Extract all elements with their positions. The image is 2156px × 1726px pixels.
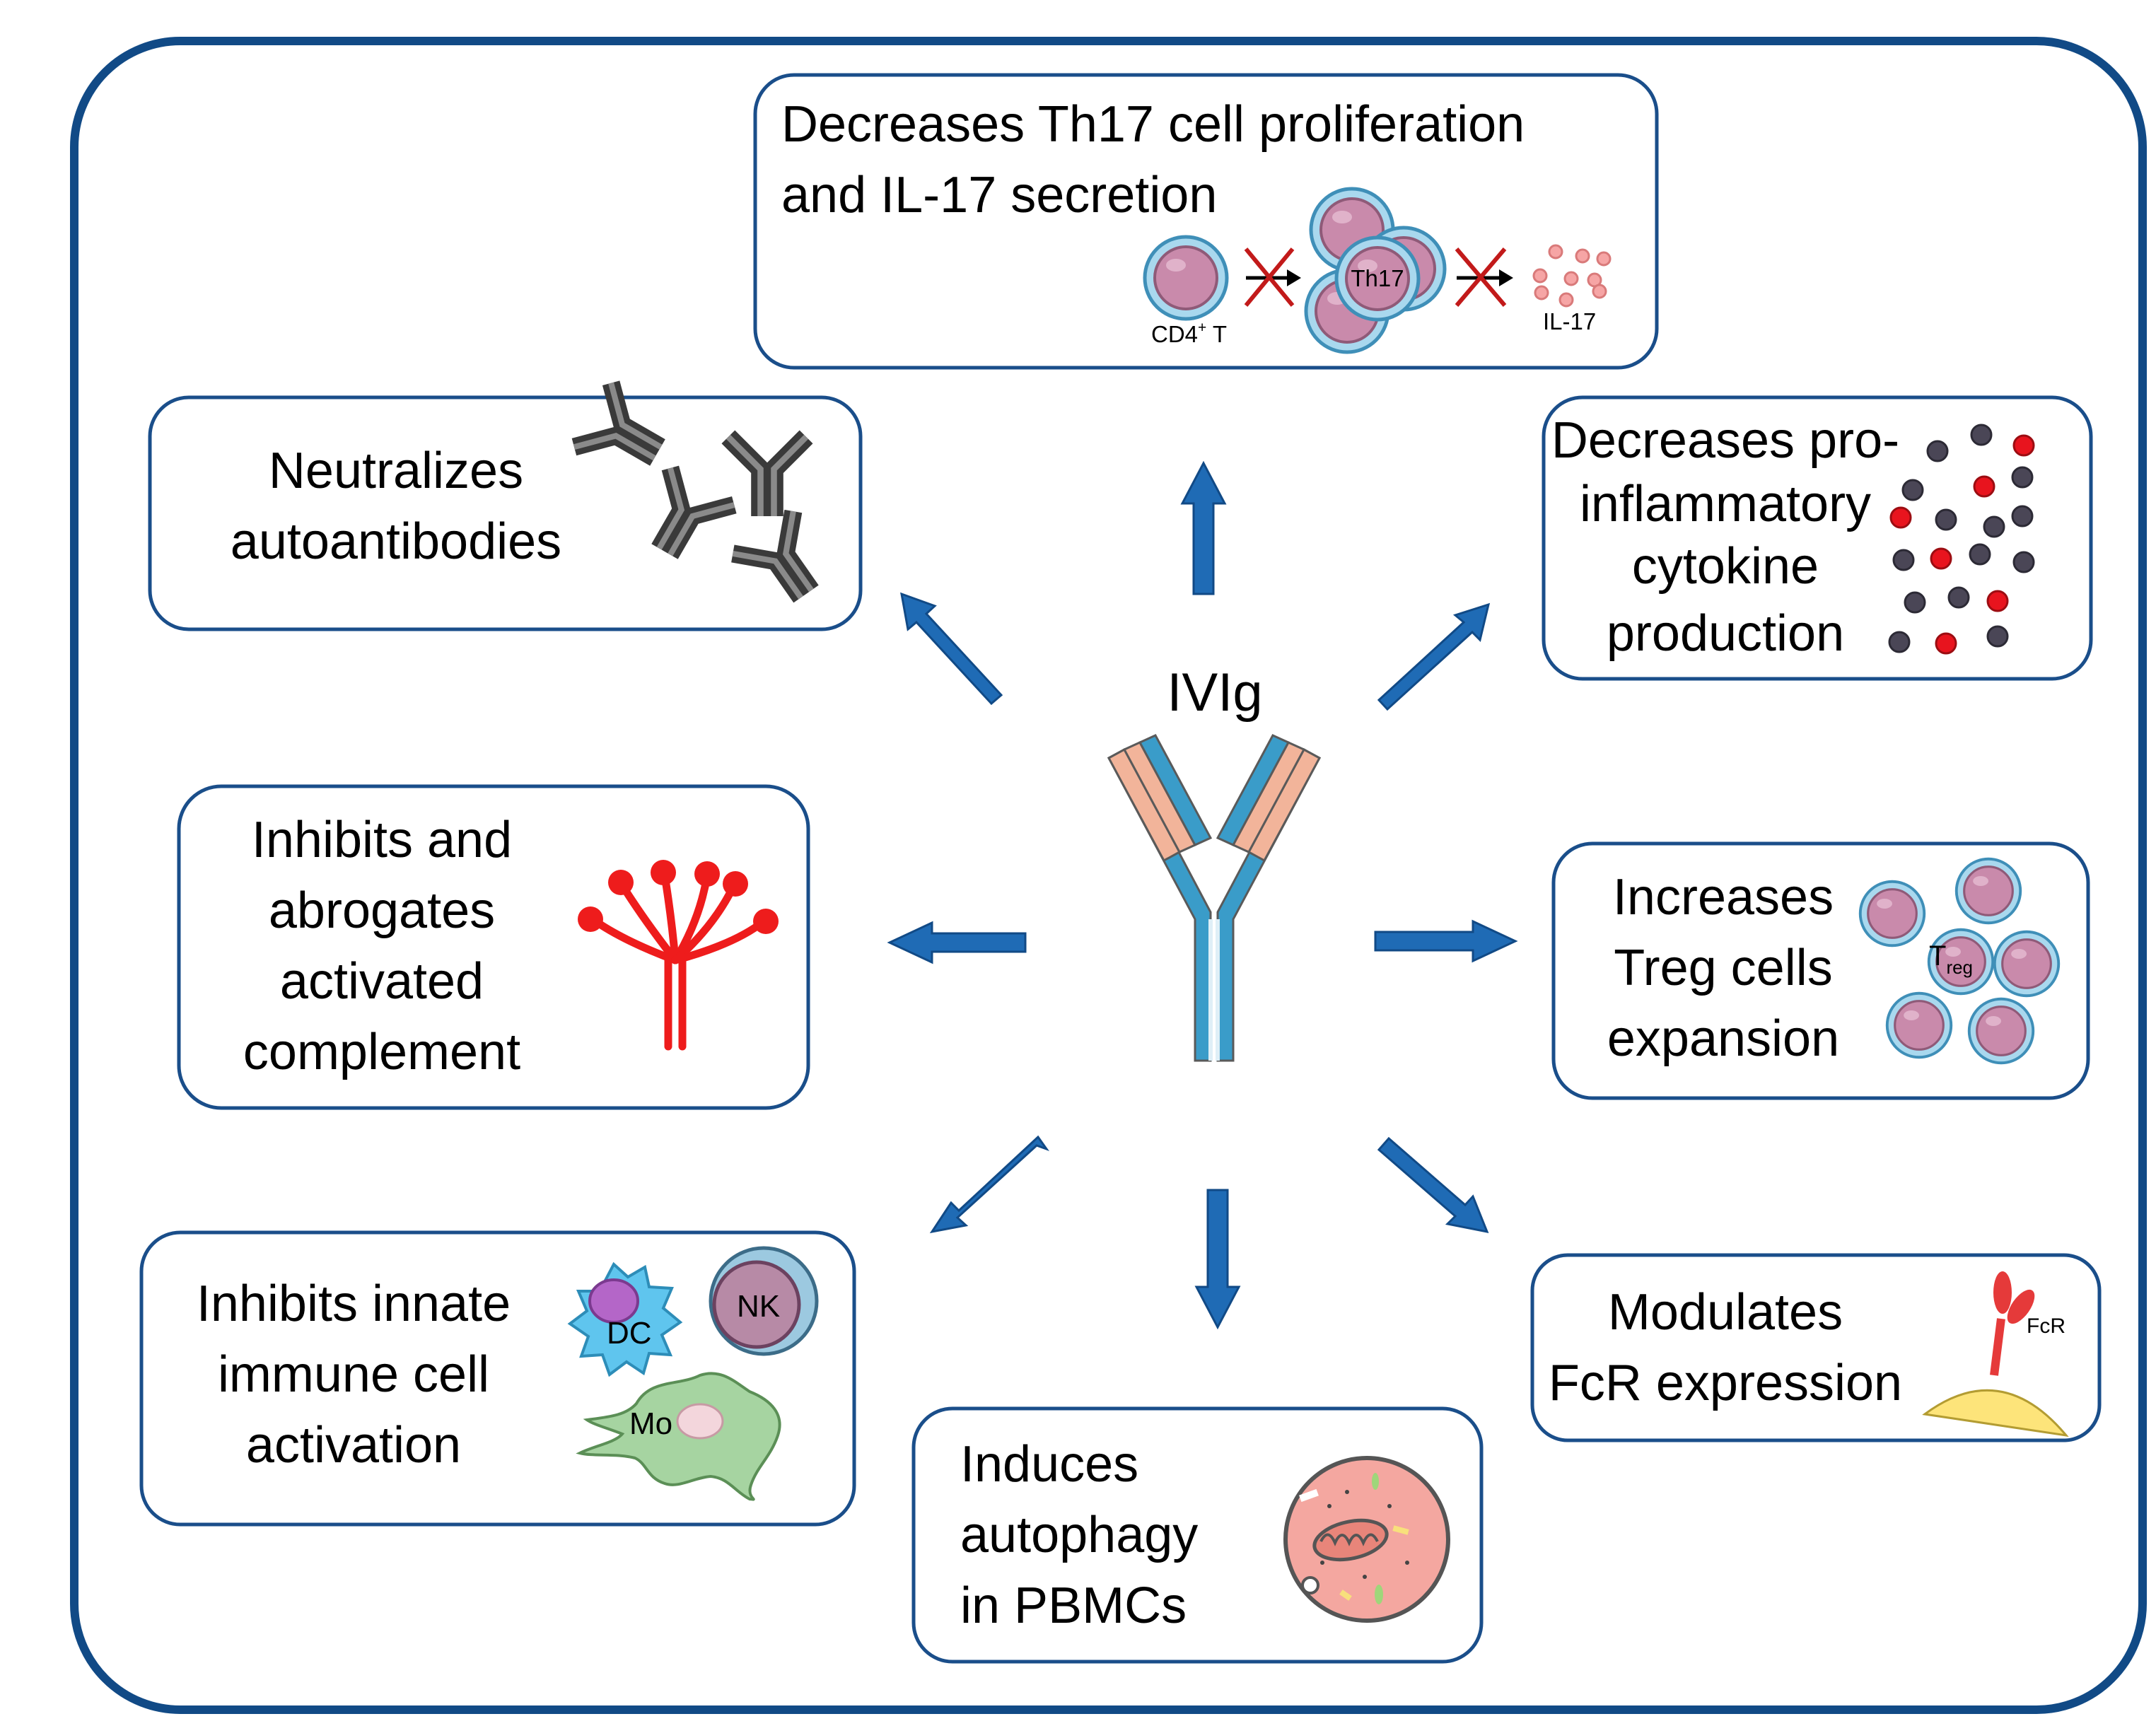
arrow-left bbox=[887, 921, 1027, 964]
treg-label: Treg bbox=[1929, 940, 1973, 978]
complement-text-line-4: complement bbox=[243, 1024, 520, 1080]
complement-text-line-2: abrogates bbox=[269, 882, 495, 939]
mo-label: Mo bbox=[629, 1406, 672, 1441]
monocyte-icon bbox=[576, 1372, 781, 1501]
fcr-label: FcR bbox=[2027, 1314, 2065, 1338]
nk-label: NK bbox=[737, 1289, 780, 1324]
th17-text-line-2: and IL-17 secretion bbox=[781, 167, 1217, 223]
box-fcr bbox=[1530, 1253, 2102, 1442]
cytokine-text-line-1: Decreases pro- bbox=[1551, 412, 1899, 469]
arrow-down-right bbox=[1377, 1136, 1489, 1234]
arrow-down bbox=[1194, 1189, 1241, 1330]
cytokine-dots-icon bbox=[1888, 424, 2035, 655]
cytokine-text-line-4: production bbox=[1607, 605, 1844, 662]
ivig-label: IVIg bbox=[1167, 663, 1262, 723]
neutralizes-text-line-1: Neutralizes bbox=[269, 443, 523, 499]
autophagy-text-line-3: in PBMCs bbox=[960, 1578, 1187, 1634]
fcr-text-line-2: FcR expression bbox=[1549, 1355, 1902, 1411]
treg-text-line-2: Treg cells bbox=[1614, 940, 1832, 996]
il17-label: IL-17 bbox=[1543, 308, 1596, 334]
inhibited-arrow-icon bbox=[1244, 247, 1301, 307]
arrow-up-right bbox=[1377, 602, 1491, 711]
complement-text-line-3: activated bbox=[280, 953, 484, 1010]
nk-cell-icon bbox=[709, 1246, 819, 1356]
fcr-text-line-1: Modulates bbox=[1608, 1284, 1843, 1341]
fc-receptor-icon bbox=[1922, 1271, 2069, 1438]
autophagy-text-line-2: autophagy bbox=[960, 1507, 1198, 1563]
arrow-right bbox=[1374, 919, 1518, 963]
cytokine-text-line-2: inflammatory bbox=[1580, 476, 1871, 532]
cytokine-text-line-3: cytokine bbox=[1632, 538, 1819, 595]
cd4-label: CD4+ T bbox=[1151, 320, 1227, 347]
innate-text-line-3: activation bbox=[246, 1417, 461, 1474]
antibody-icon bbox=[1107, 734, 1322, 1062]
th17-text-line-1: Decreases Th17 cell proliferation bbox=[781, 96, 1525, 153]
box-cytokine bbox=[1542, 395, 2093, 681]
box-neutralizes bbox=[148, 395, 863, 631]
th17-label: Th17 bbox=[1351, 265, 1404, 291]
inhibited-arrow-icon bbox=[1455, 247, 1513, 307]
complement-text-line-1: Inhibits and bbox=[252, 812, 512, 868]
box-complement bbox=[177, 784, 810, 1110]
arrow-down-left bbox=[929, 1135, 1049, 1234]
dc-label: DC bbox=[607, 1316, 652, 1351]
box-treg bbox=[1551, 841, 2090, 1100]
autophagy-text-line-1: Induces bbox=[960, 1436, 1138, 1493]
treg-text-line-1: Increases bbox=[1613, 869, 1834, 926]
complement-icon bbox=[578, 860, 779, 1051]
autophagy-cell-icon bbox=[1283, 1456, 1450, 1623]
innate-text-line-2: immune cell bbox=[218, 1346, 489, 1403]
neutralizes-text-line-2: autoantibodies bbox=[231, 513, 561, 570]
il17-particles-icon bbox=[1532, 244, 1612, 308]
arrow-up-left bbox=[900, 592, 1003, 706]
innate-text-line-1: Inhibits innate bbox=[197, 1276, 511, 1332]
arrow-up bbox=[1180, 460, 1227, 595]
cd4-t-cell-icon bbox=[1145, 237, 1227, 319]
treg-text-line-3: expansion bbox=[1607, 1010, 1839, 1067]
dendritic-cell-icon bbox=[567, 1261, 683, 1377]
